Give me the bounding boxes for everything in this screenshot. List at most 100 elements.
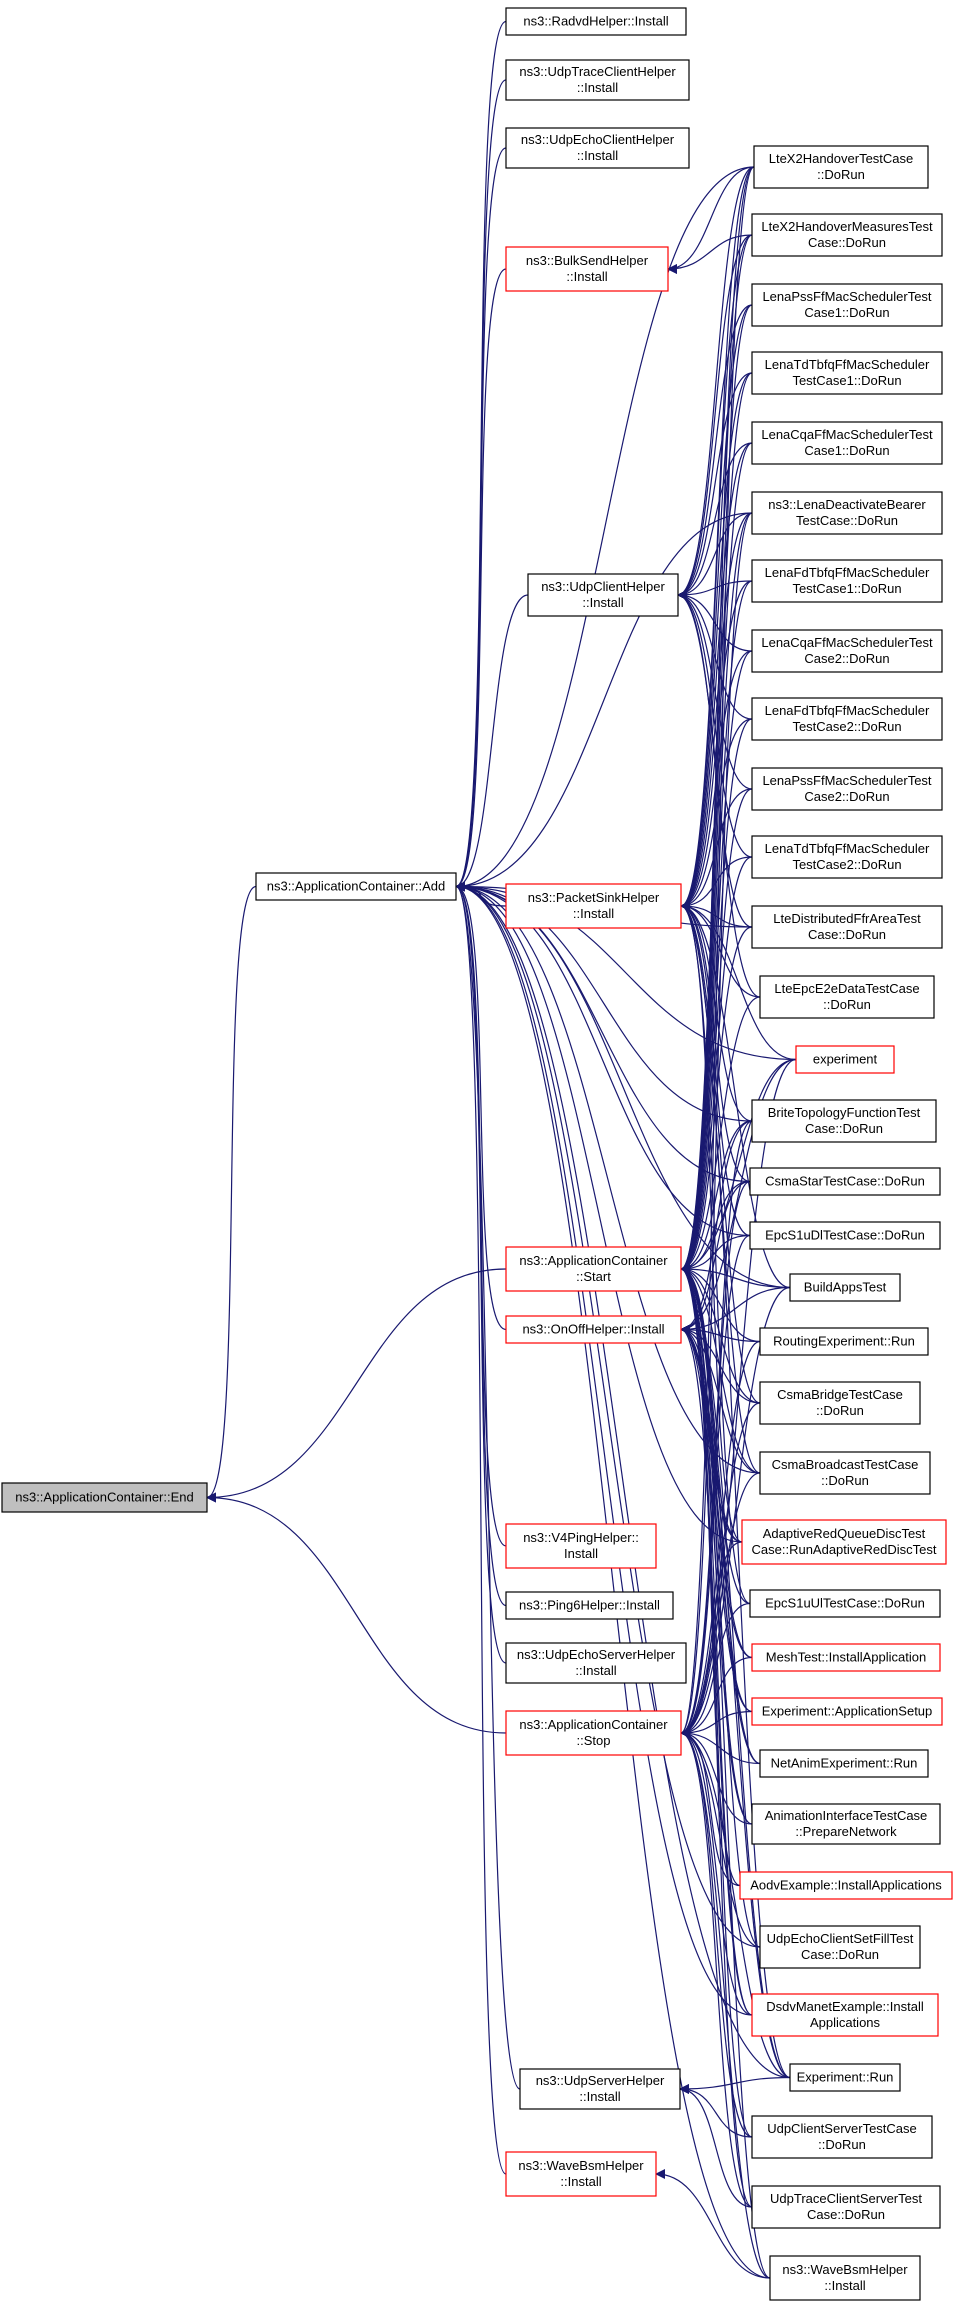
node-expappsetup[interactable]: Experiment::ApplicationSetup: [751, 1697, 943, 1726]
node-label: experiment: [813, 1052, 878, 1067]
node-label: ns3::ApplicationContainer: [519, 1717, 668, 1732]
node-box: [505, 7, 687, 36]
node-epcs1dl[interactable]: EpcS1uDlTestCase::DoRun: [749, 1221, 941, 1250]
node-udpechoserver[interactable]: ns3::UdpEchoServerHelper::Install: [505, 1642, 687, 1684]
node-epcs1ul[interactable]: EpcS1uUlTestCase::DoRun: [749, 1589, 941, 1618]
node-box: [749, 1589, 941, 1618]
node-packetsink[interactable]: ns3::PacketSinkHelper::Install: [505, 883, 682, 929]
node-epce2e[interactable]: LteEpcE2eDataTestCase::DoRun: [759, 975, 935, 1019]
node-label: ::DoRun: [821, 1473, 869, 1488]
node-box: [751, 1803, 941, 1845]
edge-dsdv-to-add: [455, 881, 753, 2016]
node-label: LteX2HandoverMeasuresTest: [761, 219, 933, 234]
node-label: Case1::DoRun: [804, 305, 889, 320]
node-exprun[interactable]: Experiment::Run: [789, 2063, 901, 2092]
node-label: LenaFdTbfqFfMacScheduler: [765, 703, 930, 718]
node-wavebsm_r[interactable]: ns3::WaveBsmHelper::Install: [769, 2255, 921, 2301]
node-label: LenaPssFfMacSchedulerTest: [762, 289, 931, 304]
node-start[interactable]: ns3::ApplicationContainer::Start: [505, 1246, 682, 1292]
node-udpserver[interactable]: ns3::UdpServerHelper::Install: [519, 2068, 681, 2110]
node-animiface[interactable]: AnimationInterfaceTestCase::PrepareNetwo…: [751, 1803, 941, 1845]
edge-bulksend-to-add: [455, 268, 507, 892]
edge-tdtbfq2-to-start: [680, 856, 753, 1274]
node-csmastar[interactable]: CsmaStarTestCase::DoRun: [749, 1167, 941, 1196]
node-dsdv[interactable]: DsdvManetExample::InstallApplications: [751, 1993, 939, 2037]
node-label: ::Install: [577, 148, 618, 163]
node-box: [759, 1327, 929, 1356]
node-label: NetAnimExperiment::Run: [771, 1756, 918, 1771]
node-label: TestCase1::DoRun: [792, 581, 901, 596]
node-stop[interactable]: ns3::ApplicationContainer::Stop: [505, 1710, 682, 1756]
node-v4ping[interactable]: ns3::V4PingHelper::Install: [505, 1523, 657, 1569]
node-experiment[interactable]: experiment: [795, 1045, 895, 1074]
node-netanim[interactable]: NetAnimExperiment::Run: [759, 1749, 929, 1778]
node-adaptivered[interactable]: AdaptiveRedQueueDiscTestCase::RunAdaptiv…: [741, 1519, 947, 1565]
node-udpclient[interactable]: ns3::UdpClientHelper::Install: [527, 573, 679, 617]
node-label: ::Stop: [577, 1733, 611, 1748]
node-box: [505, 127, 690, 169]
node-label: LenaCqaFfMacSchedulerTest: [761, 427, 933, 442]
node-box: [759, 1451, 931, 1495]
node-label: AnimationInterfaceTestCase: [765, 1808, 928, 1823]
node-udptraceclient[interactable]: ns3::UdpTraceClientHelper::Install: [505, 59, 690, 101]
edge-deactivate-to-udpclient: [677, 512, 753, 600]
node-radvd[interactable]: ns3::RadvdHelper::Install: [505, 7, 687, 36]
node-onoff[interactable]: ns3::OnOffHelper::Install: [505, 1315, 682, 1344]
node-buildapps[interactable]: BuildAppsTest: [789, 1273, 901, 1302]
node-csmabcast[interactable]: CsmaBroadcastTestCase::DoRun: [759, 1451, 931, 1495]
edge-udptracecs-to-stop: [680, 1728, 753, 2208]
node-box: [751, 491, 943, 535]
edge-routingexp-to-onoff: [680, 1324, 761, 1343]
node-ping6[interactable]: ns3::Ping6Helper::Install: [505, 1591, 674, 1620]
node-ltex2[interactable]: LteX2HandoverTestCase::DoRun: [753, 145, 929, 189]
node-box: [527, 573, 679, 617]
node-box: [795, 1045, 895, 1074]
node-csmabridge[interactable]: CsmaBridgeTestCase::DoRun: [759, 1381, 921, 1425]
node-box: [751, 2185, 941, 2229]
node-box: [751, 835, 943, 879]
node-add[interactable]: ns3::ApplicationContainer::Add: [255, 872, 457, 901]
edge-ltex2-to-add: [455, 166, 755, 892]
node-box: [751, 629, 943, 673]
node-box: [749, 1167, 941, 1196]
edge-udptracecs-to-udpserver: [679, 2084, 753, 2208]
node-label: TestCase::DoRun: [796, 513, 898, 528]
node-routingexp[interactable]: RoutingExperiment::Run: [759, 1327, 929, 1356]
node-bulksend[interactable]: ns3::BulkSendHelper::Install: [505, 246, 669, 292]
node-udpcs[interactable]: UdpClientServerTestCase::DoRun: [751, 2115, 933, 2159]
node-label: Case2::DoRun: [804, 651, 889, 666]
node-label: Case::DoRun: [801, 1947, 879, 1962]
node-label: ns3::UdpEchoServerHelper: [517, 1647, 676, 1662]
node-box: [505, 1591, 674, 1620]
edge-udpechofill-to-stop: [680, 1728, 761, 1948]
node-box: [505, 883, 682, 929]
node-label: ::Install: [566, 269, 607, 284]
node-box: [751, 213, 943, 257]
node-aodv[interactable]: AodvExample::InstallApplications: [739, 1871, 953, 1900]
node-box: [751, 767, 943, 811]
node-wavebsm_l[interactable]: ns3::WaveBsmHelper::Install: [505, 2151, 657, 2197]
node-box: [751, 559, 943, 603]
edge-wavebsm_r-to-add: [455, 881, 771, 2279]
node-meshtest[interactable]: MeshTest::InstallApplication: [751, 1643, 941, 1672]
node-end[interactable]: ns3::ApplicationContainer::End: [1, 1482, 208, 1513]
node-label: CsmaBridgeTestCase: [777, 1387, 903, 1402]
node-udpechoclient[interactable]: ns3::UdpEchoClientHelper::Install: [505, 127, 690, 169]
edge-dsdv-to-stop: [680, 1728, 753, 2016]
node-label: EpcS1uUlTestCase::DoRun: [765, 1596, 925, 1611]
edge-udpechofill-to-add: [455, 881, 761, 1948]
